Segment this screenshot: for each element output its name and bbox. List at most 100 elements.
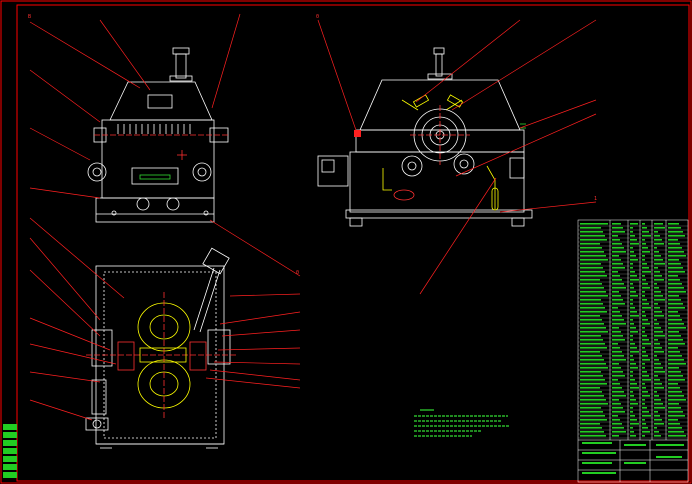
parts-list-cell [580,235,605,237]
parts-list-cell [642,355,648,357]
parts-list-cell [580,427,602,429]
parts-list-cell [580,323,604,325]
parts-list-cell [654,367,663,369]
parts-list-cell [580,347,607,349]
parts-list-cell [612,251,626,253]
parts-list-cell [668,339,683,341]
parts-list-cell [654,423,664,425]
parts-list-cell [654,275,662,277]
parts-list-cell [630,375,633,377]
parts-list-cell [654,239,662,241]
parts-list-cell [654,287,659,289]
parts-list-cell [654,415,660,417]
revision-tag [3,456,17,462]
parts-list-cell [668,251,684,253]
parts-list-cell [612,363,619,365]
parts-list-cell [630,367,638,369]
parts-list-cell [668,391,682,393]
parts-list-cell [642,255,645,257]
callout-right-view: 1 [594,196,598,202]
parts-list-cell [612,403,621,405]
parts-list-cell [630,287,634,289]
parts-list-cell [668,315,680,317]
parts-list-cell [654,315,664,317]
parts-list-cell [668,327,686,329]
parts-list-cell [612,243,622,245]
parts-list-cell [642,379,651,381]
parts-list-cell [612,371,623,373]
parts-list-cell [630,427,633,429]
parts-list-cell [642,327,645,329]
parts-list-cell [642,227,647,229]
parts-list-cell [642,399,645,401]
parts-list-cell [580,319,602,321]
parts-list-cell [642,251,650,253]
parts-list-cell [654,411,658,413]
parts-list-cell [612,279,622,281]
parts-list-cell [612,431,626,433]
revision-tag [3,472,17,478]
parts-list-cell [668,367,679,369]
parts-list-cell [642,395,650,397]
parts-list-cell [642,347,645,349]
parts-list-cell [580,299,601,301]
parts-list-cell [642,295,645,297]
parts-list-cell [630,227,633,229]
parts-list-cell [612,355,624,357]
parts-list-cell [642,235,651,237]
parts-list-cell [668,379,685,381]
callout-gear-view: 0 [296,270,300,276]
parts-list-cell [580,303,603,305]
parts-list-cell [630,411,633,413]
revision-tag [3,424,17,430]
parts-list-cell [580,411,603,413]
parts-list-cell [668,431,684,433]
parts-list-cell [668,319,682,321]
parts-list-cell [580,335,601,337]
parts-list-cell [642,223,645,225]
parts-list-cell [654,255,661,257]
parts-list-cell [630,423,639,425]
parts-list-cell [654,251,659,253]
parts-list-cell [630,235,635,237]
parts-list-cell [654,259,663,261]
parts-list-cell [642,259,645,261]
parts-list-cell [654,359,659,361]
parts-list-cell [612,267,625,269]
parts-list-cell [630,391,633,393]
parts-list-cell [654,427,657,429]
parts-list-cell [580,327,606,329]
parts-list-cell [612,247,624,249]
parts-list-cell [630,383,637,385]
parts-list-cell [668,275,678,277]
parts-list-cell [668,435,686,437]
parts-list-cell [630,279,639,281]
parts-list-cell [668,355,682,357]
parts-list-cell [580,287,604,289]
parts-list-cell [630,295,638,297]
parts-list-cell [580,243,600,245]
parts-list-cell [612,227,623,229]
parts-list-cell [630,239,637,241]
parts-list-cell [580,431,604,433]
parts-list-cell [654,399,661,401]
parts-list-cell [654,323,659,325]
parts-list-cell [668,331,679,333]
parts-list-cell [642,279,646,281]
parts-list-cell [612,323,626,325]
parts-list-cell [668,363,686,365]
parts-list-cell [642,387,646,389]
parts-list-cell [642,391,648,393]
parts-list-cell [580,283,602,285]
parts-list-cell [580,391,602,393]
parts-list-cell [612,359,626,361]
parts-list-cell [668,423,680,425]
parts-list-cell [642,339,649,341]
parts-list-cell [668,239,678,241]
parts-list-cell [654,243,664,245]
parts-list-cell [654,351,664,353]
technical-notes [414,409,510,437]
parts-list-cell [642,331,645,333]
parts-list-cell [580,387,600,389]
